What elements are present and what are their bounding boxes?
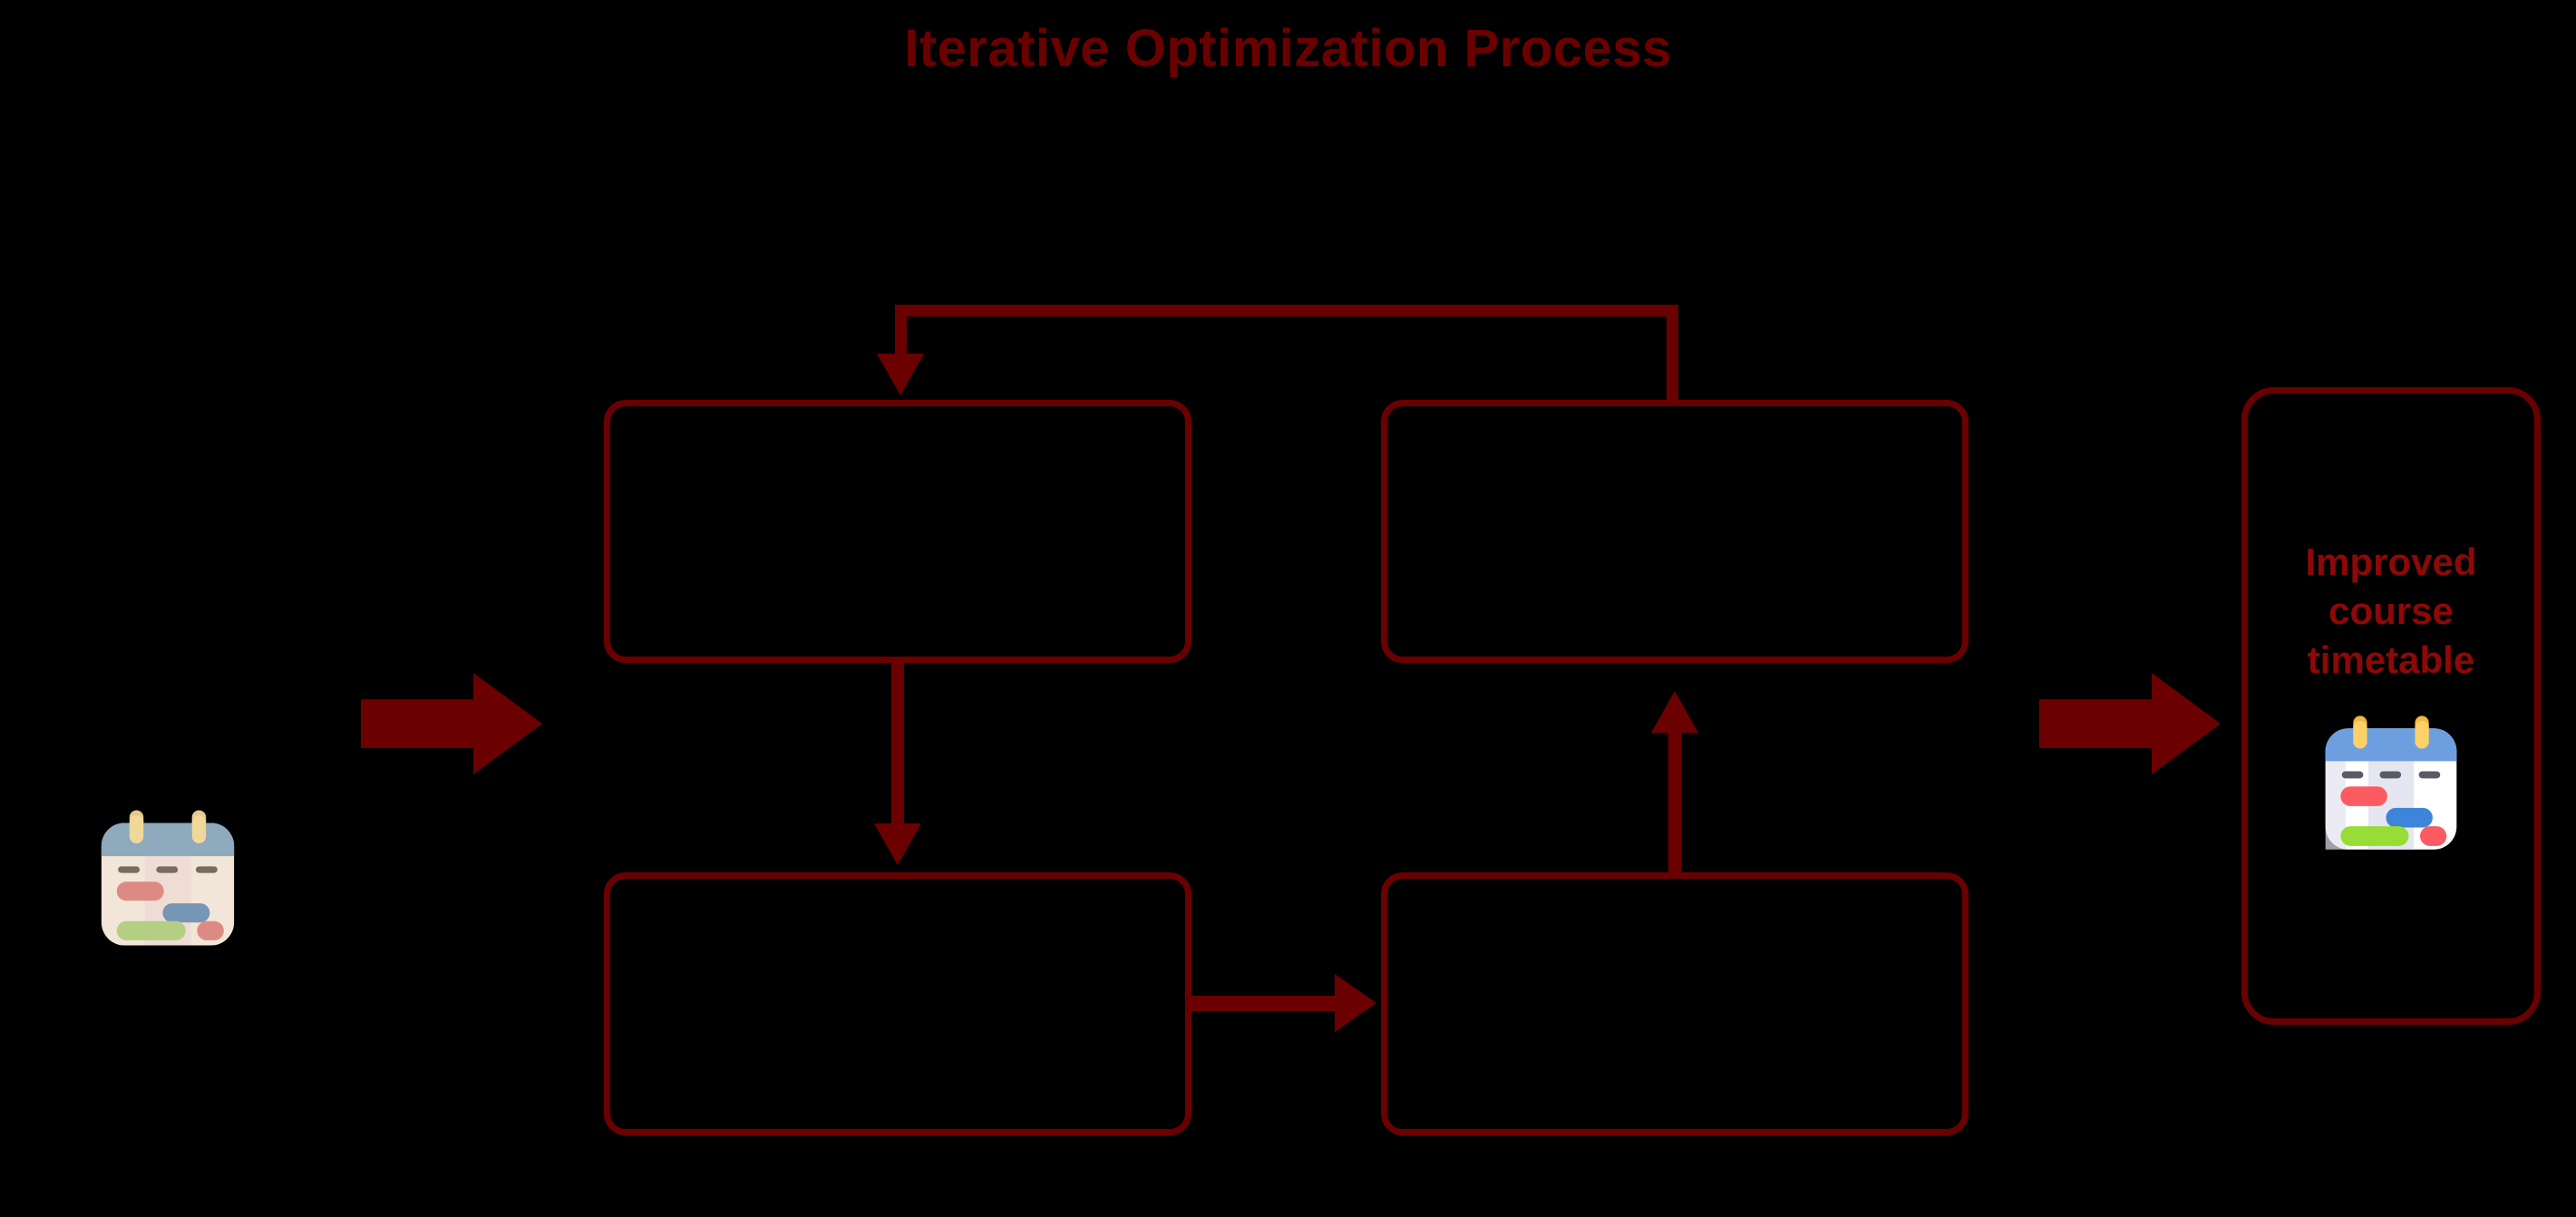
output-panel[interactable]: Improved course timetable: [2241, 387, 2541, 1025]
arrow-process-to-output: [2039, 673, 2221, 774]
process-box-top-left[interactable]: [604, 400, 1191, 663]
output-label-line-1: Improved: [2305, 540, 2477, 584]
arrow-right-head: [1335, 974, 1376, 1032]
output-label-line-2: course: [2328, 589, 2454, 633]
calendar-icon: [2310, 708, 2472, 874]
arrow-down-shaft: [891, 663, 904, 828]
arrow-right-shaft: [1191, 996, 1342, 1011]
arrow-down-head: [874, 823, 921, 865]
feedback-horizontal-segment: [895, 305, 1678, 316]
feedback-arrowhead: [877, 354, 924, 395]
arrow-up-head: [1651, 691, 1698, 733]
process-box-top-right[interactable]: [1381, 400, 1968, 663]
output-label-line-3: timetable: [2307, 638, 2475, 681]
arrow-input-to-process: [361, 673, 542, 774]
output-panel-label: Improved course timetable: [2292, 538, 2489, 684]
feedback-drop-segment: [895, 305, 907, 359]
process-box-bottom-left[interactable]: [604, 872, 1191, 1135]
feedback-riser-segment: [1667, 305, 1678, 403]
calendar-icon: [86, 803, 249, 970]
page-title: Iterative Optimization Process: [904, 19, 1672, 78]
arrow-up-shaft: [1668, 730, 1681, 873]
process-box-bottom-right[interactable]: [1381, 872, 1968, 1135]
